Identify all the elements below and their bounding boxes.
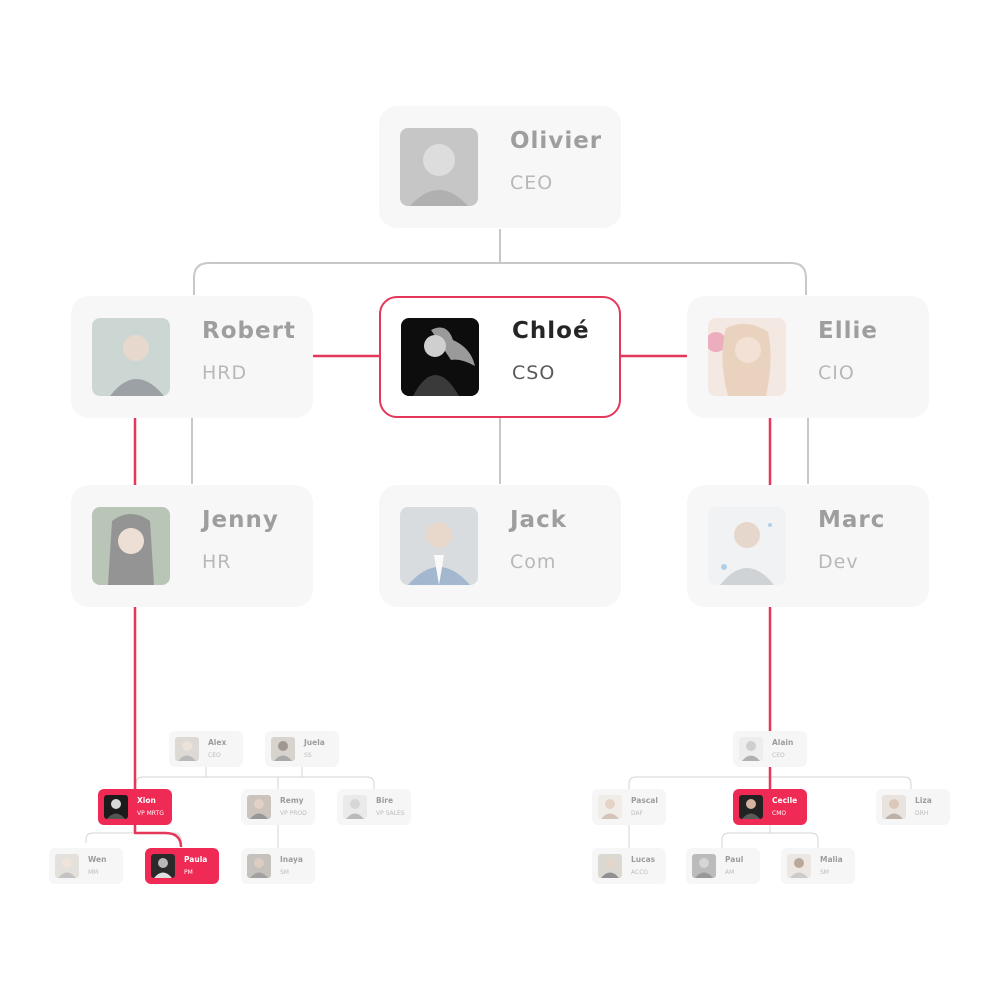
- person-role: ACCG: [631, 869, 649, 876]
- person-photo-marc: [708, 507, 786, 585]
- person-photo: [151, 854, 175, 878]
- person-name: Juela: [304, 738, 325, 747]
- person-name: Chloé: [512, 318, 590, 344]
- person-photo: [247, 795, 271, 819]
- person-role: CIO: [818, 362, 855, 384]
- connector-ceo-to-row2: [193, 229, 807, 295]
- person-role: HR: [202, 551, 232, 573]
- person-role: VP PROD: [280, 810, 307, 817]
- person-name: Xion: [137, 796, 156, 805]
- person-photo-chloe: [401, 318, 479, 396]
- mini-card-lucas[interactable]: Lucas ACCG: [592, 848, 666, 884]
- mini-card-malia[interactable]: Malia SM: [781, 848, 855, 884]
- person-photo-jack: [400, 507, 478, 585]
- person-photo: [692, 854, 716, 878]
- person-photo: [882, 795, 906, 819]
- person-photo-olivier: [400, 128, 478, 206]
- card-jenny[interactable]: Jenny HR: [71, 485, 313, 607]
- person-name: Remy: [280, 796, 304, 805]
- person-name: Pascal: [631, 796, 658, 805]
- mini-card-cecile[interactable]: Cecile CMO: [733, 789, 807, 825]
- person-name: Alex: [208, 738, 227, 747]
- mini-card-xion[interactable]: Xion VP MRTG: [98, 789, 172, 825]
- person-role: CMO: [772, 810, 787, 817]
- person-role: SM: [280, 869, 289, 876]
- person-role: SS: [304, 752, 312, 759]
- person-role: Dev: [818, 551, 859, 573]
- person-role: CSO: [512, 362, 556, 384]
- person-photo: [247, 854, 271, 878]
- person-photo-jenny: [92, 507, 170, 585]
- person-name: Robert: [202, 318, 296, 344]
- person-name: Jenny: [202, 507, 279, 533]
- person-name: Cecile: [772, 796, 798, 805]
- person-name: Bire: [376, 796, 394, 805]
- person-name: Alain: [772, 738, 794, 747]
- mini-card-liza[interactable]: Liza DRH: [876, 789, 950, 825]
- person-name: Paul: [725, 855, 744, 864]
- person-role: VP SALES: [376, 810, 405, 817]
- person-name: Wen: [88, 855, 107, 864]
- mini-card-remy[interactable]: Remy VP PROD: [241, 789, 315, 825]
- person-role: VP MRTG: [137, 810, 164, 817]
- card-olivier[interactable]: Olivier CEO: [379, 106, 621, 228]
- person-role: DRH: [915, 810, 929, 817]
- mini-card-paul[interactable]: Paul AM: [686, 848, 760, 884]
- person-photo: [598, 795, 622, 819]
- card-chloe[interactable]: Chloé CSO: [379, 296, 621, 418]
- person-photo: [104, 795, 128, 819]
- card-ellie[interactable]: Ellie CIO: [687, 296, 929, 418]
- person-photo: [271, 737, 295, 761]
- mini-card-juela[interactable]: Juela SS: [265, 731, 339, 767]
- person-name: Inaya: [280, 855, 303, 864]
- person-role: PM: [184, 869, 193, 876]
- person-role: CEO: [510, 172, 554, 194]
- person-photo: [598, 854, 622, 878]
- person-photo: [343, 795, 367, 819]
- mini-card-bire[interactable]: Bire VP SALES: [337, 789, 411, 825]
- person-photo: [739, 795, 763, 819]
- person-photo: [55, 854, 79, 878]
- card-robert[interactable]: Robert HRD: [71, 296, 313, 418]
- person-name: Jack: [510, 507, 568, 533]
- mini-card-alex[interactable]: Alex CEO: [169, 731, 243, 767]
- card-jack[interactable]: Jack Com: [379, 485, 621, 607]
- mini-card-wen[interactable]: Wen MM: [49, 848, 123, 884]
- person-name: Olivier: [510, 128, 603, 154]
- person-photo: [787, 854, 811, 878]
- mini-card-inaya[interactable]: Inaya SM: [241, 848, 315, 884]
- person-role: CEO: [772, 752, 785, 759]
- person-name: Marc: [818, 507, 886, 533]
- card-marc[interactable]: Marc Dev: [687, 485, 929, 607]
- person-name: Ellie: [818, 318, 878, 344]
- person-role: HRD: [202, 362, 248, 384]
- person-name: Malia: [820, 855, 843, 864]
- person-role: Com: [510, 551, 557, 573]
- person-role: MM: [88, 869, 99, 876]
- mini-card-pascal[interactable]: Pascal DAF: [592, 789, 666, 825]
- person-name: Lucas: [631, 855, 656, 864]
- person-photo-robert: [92, 318, 170, 396]
- person-photo: [739, 737, 763, 761]
- mini-card-alain[interactable]: Alain CEO: [733, 731, 807, 767]
- person-name: Paula: [184, 855, 208, 864]
- person-role: CEO: [208, 752, 221, 759]
- person-photo-ellie: [708, 318, 786, 396]
- mini-card-paula[interactable]: Paula PM: [145, 848, 219, 884]
- person-photo: [175, 737, 199, 761]
- person-role: DAF: [631, 810, 644, 817]
- person-name: Liza: [915, 796, 932, 805]
- person-role: SM: [820, 869, 829, 876]
- person-role: AM: [725, 869, 735, 876]
